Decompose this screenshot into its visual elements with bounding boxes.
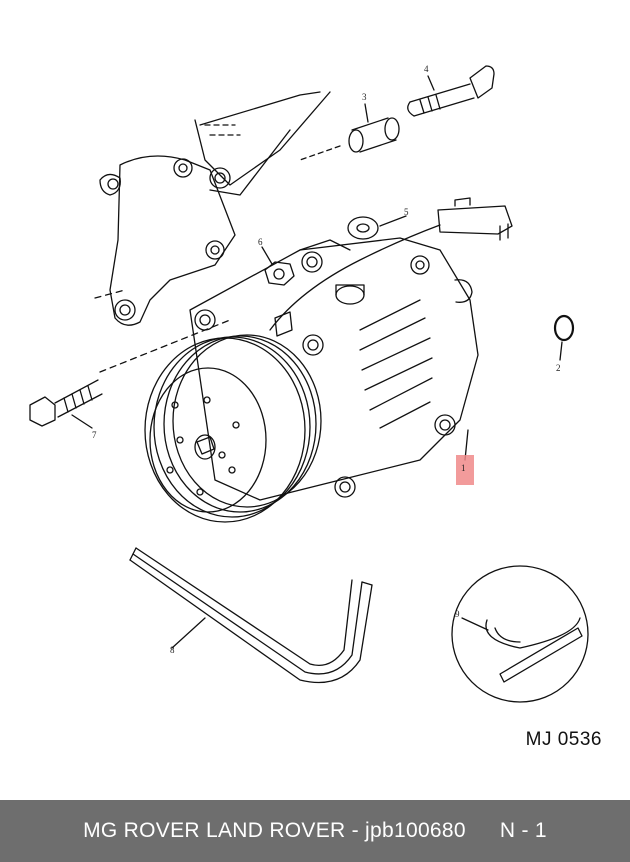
reference-code: MJ 0536 <box>525 729 602 750</box>
footer-quantity: N - 1 <box>499 819 547 842</box>
drive-belt <box>129 547 373 684</box>
callout-4: 4 <box>424 64 429 74</box>
callout-6: 6 <box>258 237 263 247</box>
nut <box>264 261 295 286</box>
washer <box>347 216 379 240</box>
part-highlight <box>456 455 474 485</box>
footer-bar: MG ROVER LAND ROVER - jpb100680 N - 1 <box>0 800 630 862</box>
parts-diagram: 1 2 3 4 5 6 7 8 9 <box>29 64 589 703</box>
o-ring <box>553 314 575 361</box>
callout-9: 9 <box>455 609 460 619</box>
long-bolt <box>407 65 495 117</box>
spacer-sleeve <box>299 117 400 161</box>
callout-7: 7 <box>92 430 97 440</box>
mounting-bolt <box>29 319 231 427</box>
callout-3: 3 <box>362 92 367 102</box>
footer-title: MG ROVER LAND ROVER - jpb100680 <box>83 819 466 842</box>
callout-8: 8 <box>170 645 175 655</box>
cable-tie-detail <box>451 565 589 703</box>
callout-5: 5 <box>404 207 409 217</box>
compressor <box>144 197 513 523</box>
callout-1: 1 <box>461 463 466 473</box>
mounting-bracket <box>94 91 331 326</box>
callout-2: 2 <box>556 363 561 373</box>
